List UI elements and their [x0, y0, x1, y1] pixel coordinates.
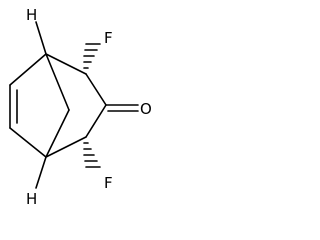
bond-c1-h: [35, 21, 47, 55]
bond-c4-c5: [45, 136, 87, 158]
bond-c8-c5: [45, 109, 70, 158]
bond-c6-c5: [9, 127, 47, 158]
atom-labels: H H F F O: [26, 6, 152, 208]
atom-h-bottom: H: [26, 190, 37, 208]
molecule-structure: H H F F O: [9, 6, 152, 208]
bond-layer: [9, 21, 139, 189]
bond-c1-c2: [45, 53, 87, 75]
atom-h-top: H: [26, 6, 37, 24]
bond-c2-f-hashed: [83, 43, 101, 69]
bond-c4-f-hashed: [83, 142, 101, 168]
atom-f-bottom: F: [104, 174, 113, 192]
atom-f-top: F: [104, 29, 113, 47]
atom-o-ketone: O: [140, 100, 152, 118]
bond-c5-h: [35, 156, 47, 189]
bond-c1-c8: [45, 53, 70, 111]
bond-c3-c4: [85, 104, 107, 138]
bond-c1-c7: [9, 53, 47, 86]
bond-c2-c3: [85, 73, 107, 106]
